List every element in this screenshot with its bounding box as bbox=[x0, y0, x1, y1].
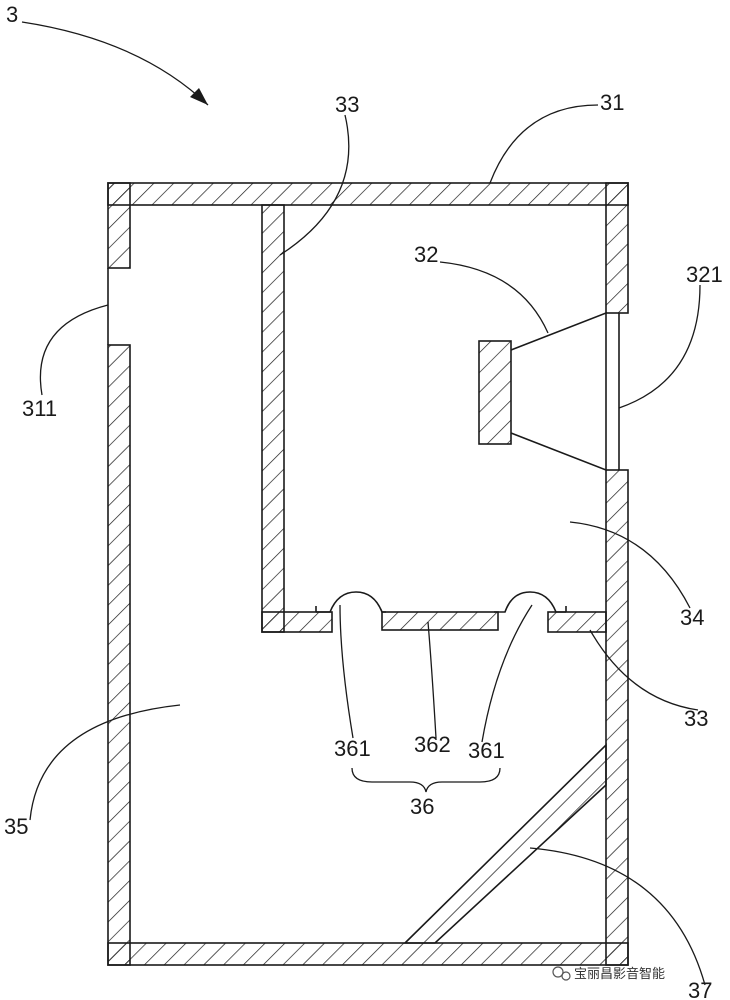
housing-walls bbox=[107, 182, 629, 966]
partition-bottom-left bbox=[261, 611, 333, 633]
label-port-opening: 311 bbox=[22, 396, 57, 421]
housing-right-wall-upper bbox=[605, 182, 629, 314]
label-assembly: 3 bbox=[6, 2, 18, 27]
housing-left-wall-upper bbox=[107, 182, 131, 269]
partition bbox=[261, 204, 607, 633]
label-speaker: 32 bbox=[414, 242, 438, 267]
label-front-chamber: 34 bbox=[680, 605, 704, 630]
watermark-text: 宝丽昌影音智能 bbox=[574, 966, 665, 982]
diaphragm-plate bbox=[381, 611, 499, 631]
label-surround-right: 361 bbox=[468, 738, 505, 763]
label-baffle: 37 bbox=[688, 978, 712, 1000]
wechat-icon bbox=[552, 966, 564, 978]
speaker bbox=[478, 311, 620, 472]
surround-right bbox=[494, 591, 566, 613]
label-diaphragm: 362 bbox=[414, 732, 451, 757]
label-surround-left: 361 bbox=[334, 736, 371, 761]
label-partition-top: 33 bbox=[335, 92, 359, 117]
watermark: 宝丽昌影音智能 bbox=[552, 966, 665, 982]
baffle bbox=[403, 743, 607, 944]
label-partition-bottom: 33 bbox=[684, 706, 708, 731]
label-rear-chamber: 35 bbox=[4, 814, 28, 839]
housing-right-wall-lower bbox=[605, 469, 629, 966]
label-passive-group: 36 bbox=[410, 794, 434, 819]
passive-radiator bbox=[315, 591, 567, 631]
surround-left bbox=[316, 591, 386, 613]
housing-bottom-wall bbox=[107, 942, 629, 966]
speaker-magnet bbox=[478, 340, 512, 445]
leader-lines bbox=[21, 21, 706, 986]
housing-left-wall-lower bbox=[107, 344, 131, 966]
label-housing: 31 bbox=[600, 90, 624, 115]
partition-vertical bbox=[261, 204, 285, 633]
housing-top-wall bbox=[107, 182, 629, 206]
label-speaker-opening: 321 bbox=[686, 262, 723, 287]
speaker-cone bbox=[510, 311, 607, 472]
partition-bottom-right bbox=[547, 611, 607, 633]
